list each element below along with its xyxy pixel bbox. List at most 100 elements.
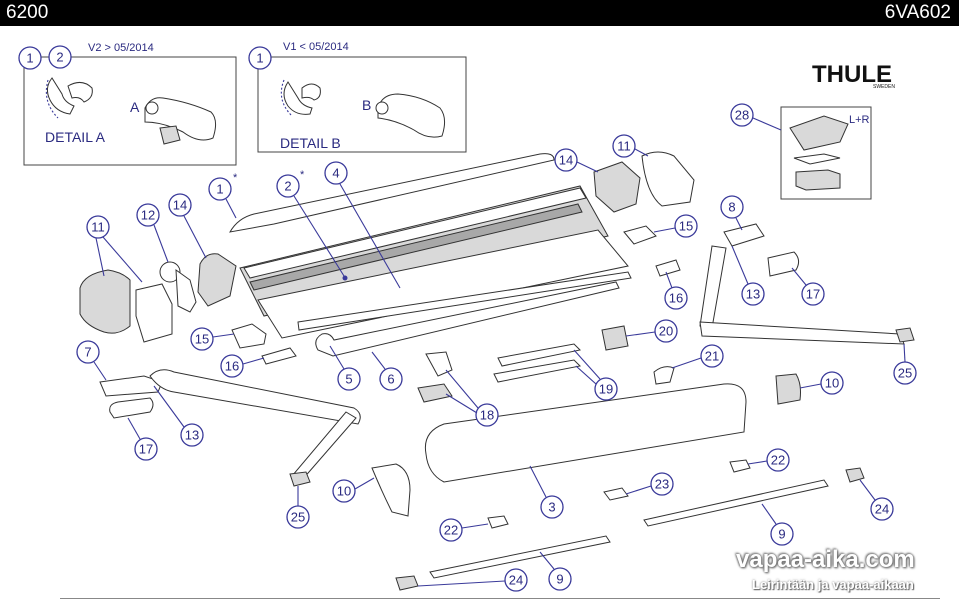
callout-13-left-text: 13 bbox=[185, 428, 199, 443]
callout-13-left bbox=[180, 423, 204, 447]
callout-19 bbox=[594, 377, 618, 401]
part-front-profile bbox=[424, 383, 747, 483]
part-22-right-clip bbox=[729, 459, 751, 473]
callout-15-left-text: 15 bbox=[195, 332, 209, 347]
callout-25-right-text: 25 bbox=[898, 366, 912, 381]
parts bbox=[79, 151, 915, 591]
callout-22-left-text: 22 bbox=[444, 523, 458, 538]
callout-2-asterisk: * bbox=[300, 169, 305, 181]
part-23-clip bbox=[603, 487, 629, 501]
callout-7-text: 7 bbox=[84, 345, 91, 360]
callout-14-right-text: 14 bbox=[559, 153, 573, 168]
callout-detail-b-1 bbox=[248, 46, 272, 70]
part-10-right-cap bbox=[775, 373, 801, 405]
callout-19-text: 19 bbox=[599, 382, 613, 397]
callout-7 bbox=[76, 340, 100, 364]
callout-13-right bbox=[741, 282, 765, 306]
detail-a-profile bbox=[46, 77, 75, 115]
callout-20 bbox=[654, 319, 678, 343]
callout-15-left bbox=[190, 327, 214, 351]
kit-28-block bbox=[795, 169, 841, 191]
part-left-gear bbox=[197, 253, 237, 307]
callout-17-left bbox=[134, 437, 158, 461]
detail-box-a: 1 2 V2 > 05/2014 DETAIL A A bbox=[18, 42, 237, 166]
detail-a-caption: DETAIL A bbox=[45, 129, 106, 145]
callout-9-left-text: 9 bbox=[556, 572, 563, 587]
part-17-right-knob bbox=[767, 251, 800, 277]
watermark-tagline: Leirintään ja vapaa-aikaan bbox=[752, 577, 914, 592]
callout-14-left bbox=[168, 193, 192, 217]
callout-21-text: 21 bbox=[705, 349, 719, 364]
part-right-endcap bbox=[641, 151, 695, 207]
callout-20-text: 20 bbox=[659, 324, 673, 339]
callout-3-text: 3 bbox=[548, 500, 555, 515]
callout-16-left bbox=[220, 354, 244, 378]
detail-a-letter: A bbox=[130, 99, 140, 115]
callout-4 bbox=[324, 161, 348, 185]
callout-24-left-text: 24 bbox=[509, 573, 523, 588]
kit-28-label: L+R bbox=[849, 114, 870, 126]
part-right-arm-upper bbox=[699, 245, 727, 329]
detail-b-caption: DETAIL B bbox=[280, 135, 341, 151]
detail-a-screw bbox=[145, 101, 159, 115]
part-18-base bbox=[417, 383, 453, 403]
part-left-arm-head bbox=[99, 375, 163, 397]
callout-18 bbox=[475, 403, 499, 427]
callout-14-right bbox=[554, 148, 578, 172]
part-left-arm-upper bbox=[149, 369, 361, 425]
callout-9-right-text: 9 bbox=[778, 527, 785, 542]
callout-15-right bbox=[674, 214, 698, 238]
callout-25-left-text: 25 bbox=[291, 510, 305, 525]
exploded-parts-diagram: 1 2 V2 > 05/2014 DETAIL A A 1 V1 < 05/20… bbox=[18, 41, 917, 592]
part-fabric-lower bbox=[257, 229, 629, 339]
callout-1 bbox=[208, 177, 232, 201]
part-roller-groove bbox=[249, 203, 583, 291]
callout-12 bbox=[136, 203, 160, 227]
callout-1-text: 1 bbox=[216, 182, 223, 197]
part-19-rail-upper bbox=[497, 343, 582, 367]
callout-9-right bbox=[770, 522, 794, 546]
detail-box-b: 1 V1 < 05/2014 DETAIL B B bbox=[248, 41, 467, 153]
callout-28-text: 28 bbox=[735, 108, 749, 123]
callout-21 bbox=[700, 344, 724, 368]
part-left-arm-foot bbox=[289, 471, 311, 487]
callout-17-right-text: 17 bbox=[806, 287, 820, 302]
detail-b-letter: B bbox=[362, 97, 371, 113]
part-right-arm-lower bbox=[699, 321, 905, 345]
callout-10-right-text: 10 bbox=[825, 376, 839, 391]
callout-1-asterisk: * bbox=[233, 172, 238, 184]
version-label-b: V1 < 05/2014 bbox=[283, 41, 349, 53]
callout-3 bbox=[540, 495, 564, 519]
part-left-arm-lower bbox=[291, 411, 357, 481]
detail-a-hook bbox=[67, 82, 93, 103]
callout-16-left-text: 16 bbox=[225, 359, 239, 374]
callout-11-right bbox=[612, 134, 636, 158]
part-22-left-clip bbox=[487, 515, 509, 529]
part-cover-profile bbox=[229, 153, 555, 233]
kit-28-plate bbox=[793, 153, 841, 165]
kit-28-box: 28 L+R bbox=[730, 103, 872, 200]
callout-24-right bbox=[870, 497, 894, 521]
model-code: 6200 bbox=[6, 2, 49, 23]
callout-17-left-text: 17 bbox=[139, 442, 153, 457]
brand-sub: SWEDEN bbox=[873, 84, 895, 90]
callout-13-right-text: 13 bbox=[746, 287, 760, 302]
detail-b-profile bbox=[283, 81, 313, 115]
callout-detail-a-1-text: 1 bbox=[26, 51, 33, 66]
callout-6-text: 6 bbox=[387, 372, 394, 387]
callout-8-text: 8 bbox=[728, 200, 735, 215]
part-crank-body bbox=[175, 268, 197, 313]
part-left-bracket bbox=[135, 283, 173, 343]
detail-b-endcap bbox=[377, 93, 446, 138]
callout-11-left bbox=[86, 215, 110, 239]
part-10-left-cap bbox=[371, 463, 411, 517]
callout-22-right-text: 22 bbox=[771, 453, 785, 468]
brand-name: THULE bbox=[812, 61, 892, 88]
callout-detail-b-1-text: 1 bbox=[256, 51, 263, 66]
callouts: 1 * 2 * 4 11 12 14 15 16 7 bbox=[76, 134, 917, 592]
document-code: 6VA602 bbox=[884, 2, 951, 23]
callout-8 bbox=[720, 195, 744, 219]
callout-5-text: 5 bbox=[345, 372, 352, 387]
kit-28-bracket bbox=[789, 115, 849, 151]
part-right-gear bbox=[593, 161, 641, 213]
